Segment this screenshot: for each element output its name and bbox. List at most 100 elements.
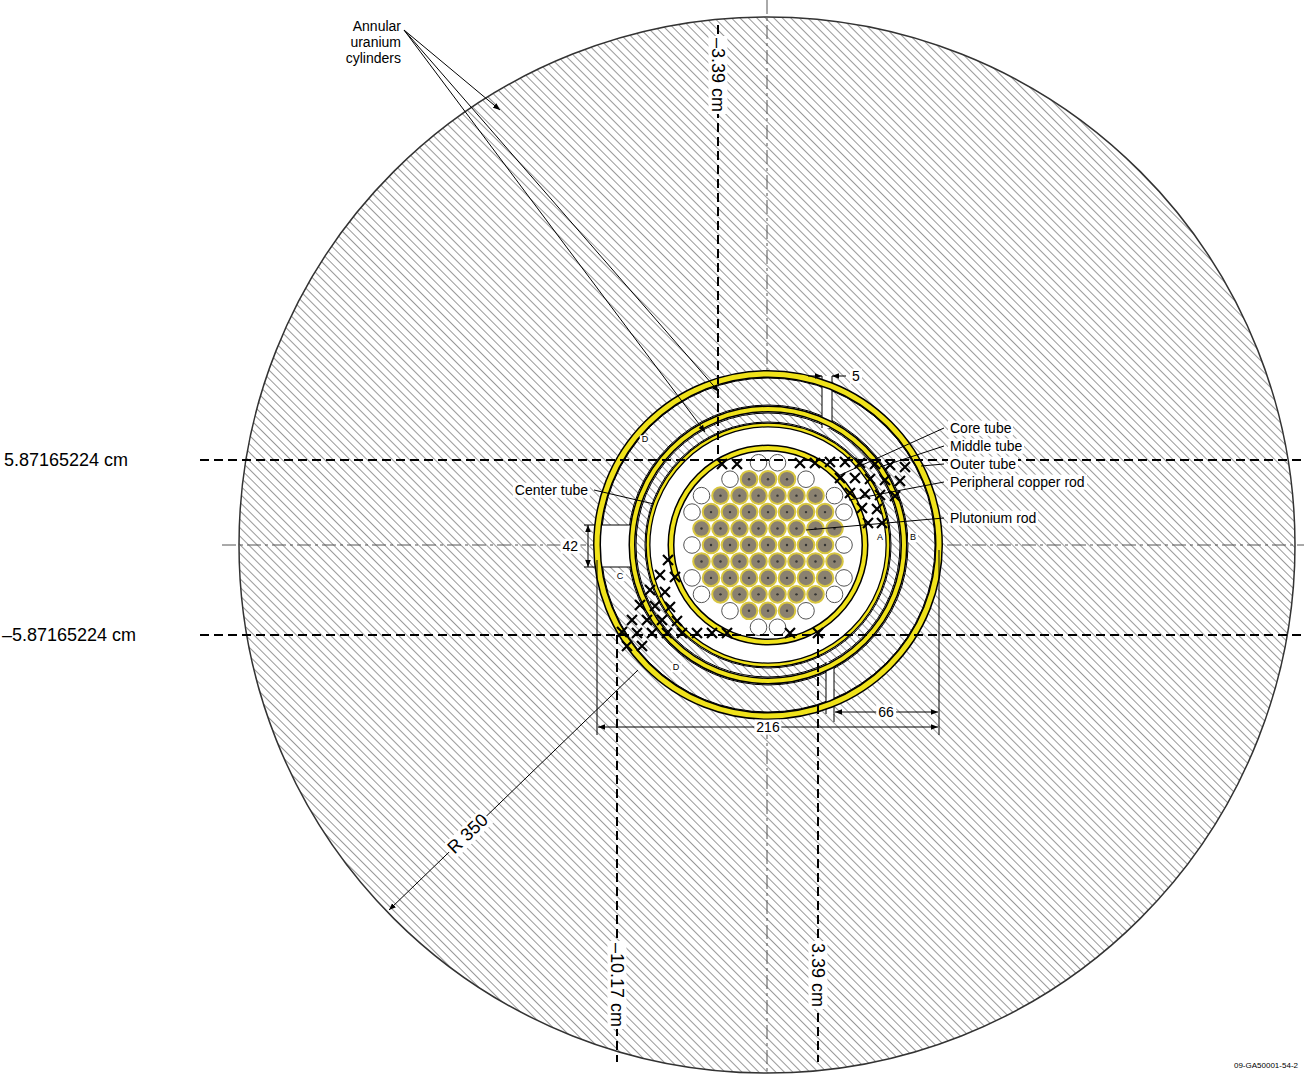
plutonium-rod xyxy=(769,520,786,537)
core-tube xyxy=(671,448,865,642)
copper-rod xyxy=(722,603,739,620)
leader-line xyxy=(921,464,944,466)
dimension-value: 216 xyxy=(754,720,781,735)
cross-mark xyxy=(670,572,680,582)
rod-center xyxy=(738,560,740,562)
cross-mark xyxy=(632,628,642,638)
plutonium-rod xyxy=(731,487,748,504)
plutonium-rod xyxy=(807,553,824,570)
copper-rod xyxy=(693,586,710,603)
coordinate-lines xyxy=(200,25,1304,1062)
rod-center xyxy=(805,544,807,546)
rod-center xyxy=(786,478,788,480)
rod-center xyxy=(738,527,740,529)
callout-label: Annular uranium cylinders xyxy=(323,18,401,66)
cross-mark xyxy=(785,628,795,638)
coordinate-line xyxy=(200,459,1304,461)
extension-line xyxy=(834,714,835,722)
copper-rod xyxy=(684,570,701,587)
leader-line xyxy=(404,30,719,392)
plutonium-rod xyxy=(722,504,739,521)
leader-line xyxy=(806,518,944,530)
copper-rod xyxy=(826,586,843,603)
rod-center xyxy=(824,577,826,579)
rod-center xyxy=(710,544,712,546)
cross-mark xyxy=(647,628,657,638)
middle-tube xyxy=(632,409,904,681)
rod-center xyxy=(748,577,750,579)
rod-center xyxy=(719,527,721,529)
cross-mark xyxy=(642,615,652,625)
region-letter: D xyxy=(671,663,682,672)
cross-mark xyxy=(872,504,882,514)
clearance xyxy=(593,370,943,720)
coordinate-label: 3.39 cm xyxy=(809,941,828,1009)
cross-mark xyxy=(722,628,732,638)
leader-line xyxy=(838,428,944,476)
plutonium-rod xyxy=(788,586,805,603)
plutonium-rod xyxy=(703,537,720,554)
rod-center xyxy=(748,610,750,612)
dimension-value: 5 xyxy=(850,369,862,384)
plutonium-rod xyxy=(741,504,758,521)
plutonium-rod xyxy=(703,504,720,521)
region-letter: C xyxy=(615,572,626,581)
gap xyxy=(645,422,891,668)
dimension-arrow xyxy=(832,376,846,377)
plutonium-rod xyxy=(750,520,767,537)
plutonium-rod xyxy=(722,570,739,587)
plutonium-rod xyxy=(798,537,815,554)
plutonium-rod xyxy=(741,603,758,620)
rod-center xyxy=(757,593,759,595)
plutonium-rod xyxy=(779,570,796,587)
rod-center xyxy=(805,577,807,579)
rod-center xyxy=(814,593,816,595)
rod-center xyxy=(710,577,712,579)
rod-center xyxy=(776,560,778,562)
leader-line xyxy=(594,490,654,504)
plutonium-rod xyxy=(712,487,729,504)
rod-center xyxy=(795,593,797,595)
rod-center xyxy=(776,527,778,529)
rod-center xyxy=(700,560,702,562)
cross-mark xyxy=(890,491,900,501)
plutonium-rod xyxy=(779,504,796,521)
plutonium-rod xyxy=(722,537,739,554)
copper-rod xyxy=(769,619,786,636)
drawing-number: 09-GA50001-54-2 xyxy=(1234,1062,1298,1070)
plutonium-rod xyxy=(731,553,748,570)
dimension-value: 42 xyxy=(560,539,580,554)
rod-center xyxy=(776,494,778,496)
extension-line xyxy=(939,550,940,735)
plutonium-rod xyxy=(817,537,834,554)
plutonium-rod xyxy=(760,603,777,620)
cross-mark xyxy=(650,601,660,611)
cross-mark xyxy=(645,585,655,595)
rod-center xyxy=(795,560,797,562)
dimension-arrow xyxy=(808,376,822,377)
core-tube xyxy=(671,448,865,642)
plutonium-rod xyxy=(703,570,720,587)
leader-line xyxy=(849,482,944,500)
cross-mark xyxy=(627,615,637,625)
rod-center xyxy=(786,544,788,546)
cross-mark xyxy=(840,457,850,467)
rod-center xyxy=(767,544,769,546)
tubes xyxy=(597,374,939,716)
coordinate-label: 5.87165224 cm xyxy=(4,451,128,470)
cross-mark xyxy=(672,616,682,626)
copper-rod xyxy=(836,570,853,587)
copper-rod xyxy=(836,537,853,554)
plutonium-rod xyxy=(769,553,786,570)
plutonium-rod xyxy=(826,520,843,537)
radius-line xyxy=(389,670,638,910)
callout-label: Peripheral copper rod xyxy=(948,475,1087,490)
cross-mark xyxy=(857,503,867,513)
dimension-line xyxy=(588,525,589,567)
cross-mark xyxy=(865,474,875,484)
cross-mark xyxy=(677,628,687,638)
plutonium-rod xyxy=(741,537,758,554)
middle-tube xyxy=(632,409,904,681)
rod-center xyxy=(767,577,769,579)
